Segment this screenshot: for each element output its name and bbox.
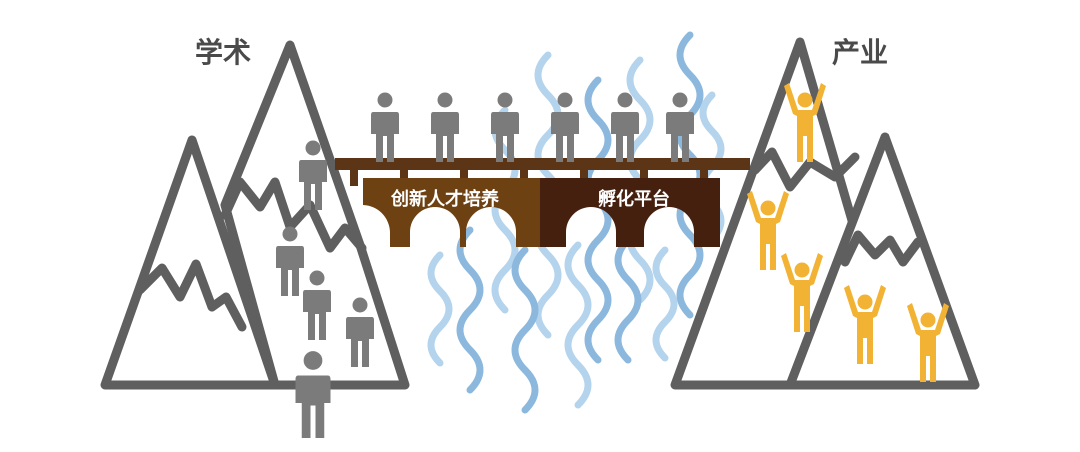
bridge: 创新人才培养 孵化平台 — [335, 158, 750, 247]
bridge-body-left — [363, 178, 540, 247]
label-industry: 产业 — [832, 36, 888, 69]
person-icon — [371, 92, 399, 162]
deck-post — [700, 168, 708, 186]
deck-posts — [350, 168, 708, 186]
bridge-label-talent-cultivation: 创新人才培养 — [390, 188, 500, 210]
industry-mountains — [670, 37, 980, 390]
wave-line — [564, 241, 592, 409]
wave-line — [614, 236, 642, 364]
mountain-left-front — [100, 135, 280, 390]
snowline — [840, 230, 923, 267]
deck-post — [400, 168, 408, 186]
label-academia: 学术 — [195, 36, 251, 69]
deck-post — [520, 168, 528, 186]
snowline — [135, 259, 247, 332]
wave-line — [676, 31, 704, 319]
bridge-label-incubation-platform: 孵化平台 — [598, 188, 670, 210]
deck-post — [460, 168, 468, 186]
bridge-body-right — [540, 178, 720, 247]
wave-line — [511, 246, 539, 414]
deck-post — [580, 168, 588, 186]
wave-line — [427, 251, 453, 367]
person-icon — [431, 92, 459, 162]
river-waves — [427, 31, 725, 414]
wave-line — [652, 246, 678, 362]
wave-line — [456, 226, 484, 394]
deck-post — [640, 168, 648, 186]
deck-post — [350, 168, 358, 186]
wave-line — [584, 76, 612, 364]
snowline — [750, 147, 860, 192]
